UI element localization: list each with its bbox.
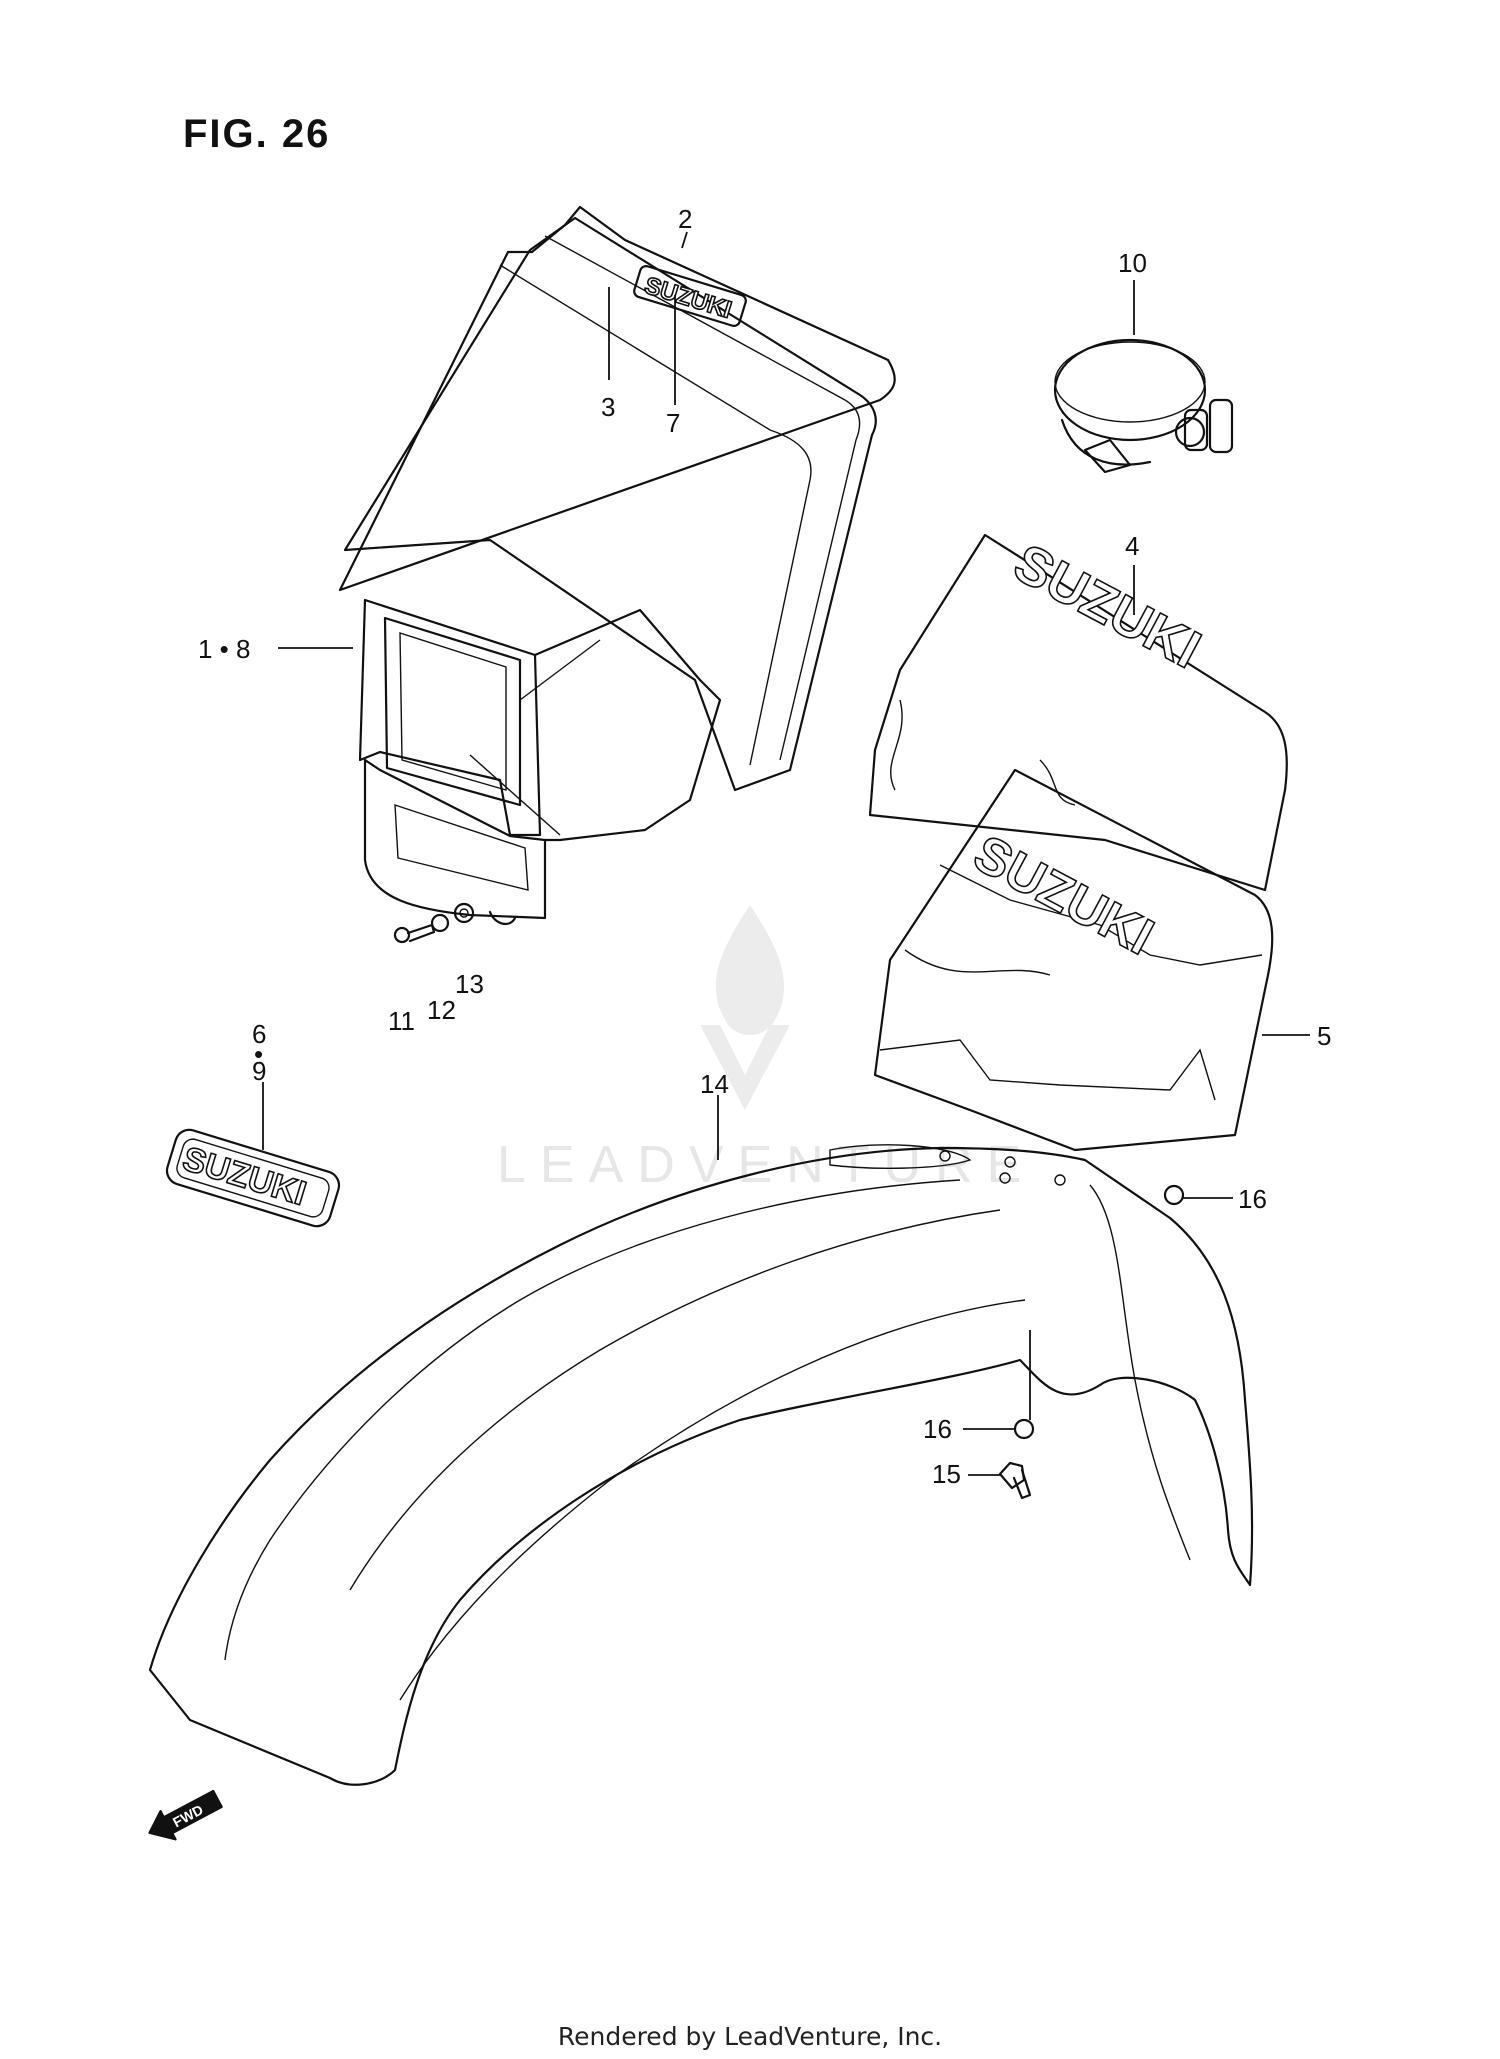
headlight-box [358,598,542,837]
headlight-lens [383,616,522,807]
clamp-band [1053,338,1207,442]
callout-9: 9 [252,1056,266,1086]
side-decal-lower-outline [873,768,1274,1152]
callout-5: 5 [1317,1021,1331,1051]
hose-clamp [1053,338,1234,474]
clamp-screw [1174,416,1206,448]
callout-4: 4 [1125,531,1139,561]
side-decal-lower-logo: SUZUKI [964,824,1164,968]
fender-mount-hole-4 [999,1172,1011,1184]
fender-mount-hole-3 [1054,1174,1066,1186]
clamp-band-lower [1060,418,1152,466]
small-suzuki-decal: SUZUKI [633,265,747,327]
footer-credit: Rendered by LeadVenture, Inc. [557,2022,943,2051]
clamp-band-top [1054,341,1206,423]
front-fender-ridge-3 [399,1299,1026,1701]
side-decal-lower-stripe [904,949,1051,976]
headlight-lower-cowl-slot [394,804,529,891]
clamp-tab-end [1208,398,1234,454]
bolt-15-head [998,1461,1026,1490]
nut-13 [453,902,475,924]
side-decal-upper-logo-text: SUZUKI [1004,533,1210,680]
callout-11: 11 [388,1006,415,1036]
washer-12 [430,913,450,933]
callout-6: 6 [252,1019,266,1049]
callout-7: 7 [666,408,680,438]
emblem: SUZUKI [165,1128,341,1228]
emblem-inner-outline [176,1138,330,1218]
callout-3: 3 [601,392,615,422]
callout-10: 10 [1118,248,1147,278]
side-decal-lower-flame-lower [879,1039,1216,1101]
screw-11-head [393,926,411,944]
side-decal-lower-flame-upper [939,864,1263,966]
callout-labels: 2 3 7 10 4 5 1 • 8 6 • 9 11 12 13 14 16 … [198,204,1331,1489]
emblem-text: SUZUKI [178,1140,310,1213]
callout-12: 12 [427,995,456,1025]
side-decal-upper-flame-marks [890,699,1076,806]
number-plate-body [343,216,877,792]
clamp-tab [1183,408,1209,452]
side-decal-upper-outline [868,533,1288,892]
fwd-arrow-icon [148,1789,223,1841]
leader-lines [262,231,1310,1476]
number-plate-inner-edge [499,264,812,766]
front-fender [148,1144,1254,1786]
callout-6-dot: • [254,1039,263,1069]
front-fender-top-slot [829,1144,972,1169]
screw-11 [393,923,436,944]
number-plate-rim-line [544,235,861,761]
callout-15: 15 [932,1459,961,1489]
callout-14: 14 [700,1069,729,1099]
leader-2 [681,231,688,249]
clamp-screw-head [1083,438,1132,474]
housing-side-crease [469,639,601,836]
figure-title: FIG. 26 [183,112,331,156]
headlight-housing: SUZUKI [338,205,896,926]
watermark-flame-icon [715,905,785,1035]
small-suzuki-decal-text: SUZUKI [641,272,734,324]
front-fender-ridge-2 [349,1209,1001,1591]
emblem-outline [165,1128,341,1228]
callout-2: 2 [678,204,692,234]
callout-13: 13 [455,969,484,999]
grommet-16-right [1163,1184,1185,1206]
callout-1-8: 1 • 8 [198,634,250,664]
front-fender-outline [148,1146,1254,1786]
watermark-text: LEADVENTURE [497,1136,1035,1194]
fwd-arrow: FWD [148,1789,223,1841]
housing-bottom-tab [488,910,517,926]
side-decal-upper: SUZUKI [868,532,1288,892]
callout-16-right: 16 [1238,1184,1267,1214]
fender-mount-hole-2 [1004,1156,1016,1168]
front-fender-ridge-1 [224,1179,961,1661]
watermark-v-icon [700,1025,790,1110]
watermark: LEADVENTURE [497,905,1035,1194]
headlight-lower-cowl [363,758,547,920]
side-decal-lower: SUZUKI [873,768,1274,1152]
headlight-lens-inner [399,632,507,791]
hardware [393,902,1185,1500]
side-decal-upper-logo: SUZUKI [1004,532,1211,681]
fender-mount-hole-1 [939,1150,951,1162]
bolt-15 [998,1461,1032,1500]
small-suzuki-decal-outline [633,265,747,327]
callout-16-lower: 16 [923,1414,952,1444]
nut-13-hole [459,908,469,918]
grommet-16-lower [1013,1418,1035,1440]
number-plate-outer-frame [338,205,896,592]
front-fender-inner-arch [1089,1184,1191,1561]
side-decal-lower-logo-text: SUZUKI [964,824,1162,966]
bolt-15-shank [1012,1468,1032,1500]
housing-side-panel [533,608,722,842]
screw-11-shank [406,923,436,943]
